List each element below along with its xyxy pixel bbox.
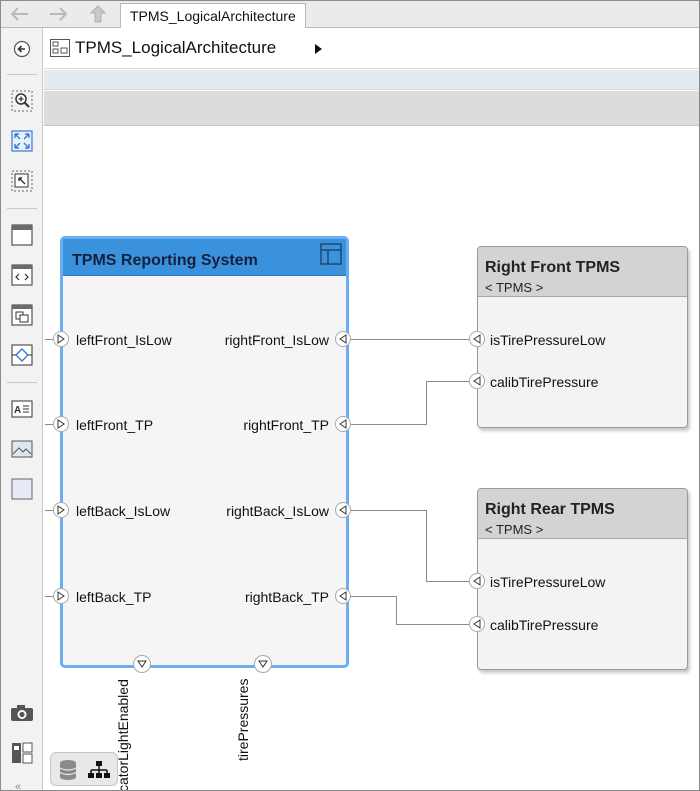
- port-label: rightBack_TP: [244, 589, 329, 605]
- port-rightFront_TP[interactable]: [335, 416, 351, 432]
- left-toolbar: A «: [1, 28, 43, 791]
- port-rightFront_IsLow[interactable]: [335, 331, 351, 347]
- port-tirePressures[interactable]: [254, 655, 272, 673]
- port-calibTirePressure[interactable]: [469, 616, 485, 632]
- component-icon[interactable]: [9, 222, 35, 248]
- right-front-tpms-block[interactable]: Right Front TPMS < TPMS >: [477, 246, 688, 428]
- reference-component-icon[interactable]: [9, 302, 35, 328]
- back-arrow-icon[interactable]: [9, 4, 31, 24]
- port-label: isTirePressureLow: [490, 574, 606, 590]
- port-label: leftBack_IsLow: [76, 503, 171, 519]
- port-isTirePressureLow[interactable]: [469, 573, 485, 589]
- forward-arrow-icon[interactable]: [47, 4, 69, 24]
- up-arrow-icon[interactable]: [87, 4, 109, 24]
- svg-text:A: A: [14, 405, 21, 416]
- collapse-toolbar-icon[interactable]: «: [15, 781, 22, 791]
- database-icon[interactable]: [59, 759, 77, 786]
- area-icon[interactable]: [9, 476, 35, 502]
- port-label: leftBack_TP: [76, 589, 152, 605]
- adapter-icon[interactable]: [9, 342, 35, 368]
- component-reference: < TPMS >: [485, 280, 544, 295]
- explorer-bar: [44, 91, 699, 126]
- model-browser-icon[interactable]: [9, 740, 35, 766]
- architecture-model-icon[interactable]: [50, 39, 70, 57]
- port-label: isTirePressureLow: [490, 332, 606, 348]
- tab-strip: TPMS_LogicalArchitecture: [1, 1, 699, 28]
- camera-icon[interactable]: [9, 700, 35, 726]
- port-label: rightFront_IsLow: [224, 332, 329, 348]
- info-bar: [44, 70, 699, 90]
- port-label-vertical: tirePressures: [235, 678, 251, 761]
- port-leftBack_TP[interactable]: [53, 588, 69, 604]
- annotation-icon[interactable]: A: [9, 396, 35, 422]
- component-title: Right Rear TPMS: [485, 501, 615, 518]
- port-label: leftFront_TP: [76, 417, 154, 433]
- tab-model[interactable]: TPMS_LogicalArchitecture: [120, 3, 306, 28]
- port-label: calibTirePressure: [490, 617, 599, 633]
- tpms-reporting-system-block[interactable]: TPMS Reporting System: [60, 236, 349, 668]
- port-leftBack_IsLow[interactable]: [53, 502, 69, 518]
- breadcrumb[interactable]: TPMS_LogicalArchitecture: [75, 38, 277, 57]
- breadcrumb-expand-icon[interactable]: [314, 42, 323, 60]
- component-reference: < TPMS >: [485, 522, 544, 537]
- port-rightBack_TP[interactable]: [335, 588, 351, 604]
- port-isTirePressureLow[interactable]: [469, 331, 485, 347]
- tab-label: TPMS_LogicalArchitecture: [130, 8, 296, 24]
- hide-browser-icon[interactable]: [9, 36, 35, 62]
- zoom-in-icon[interactable]: [9, 88, 35, 114]
- component-title: Right Front TPMS: [485, 259, 621, 276]
- address-bar: TPMS_LogicalArchitecture: [44, 29, 699, 69]
- component-header: Right Rear TPMS < TPMS >: [478, 489, 687, 539]
- right-rear-tpms-block[interactable]: Right Rear TPMS < TPMS >: [477, 488, 688, 670]
- open-view-icon[interactable]: [320, 243, 342, 265]
- block-header: TPMS Reporting System: [63, 239, 346, 276]
- port-leftFront_IsLow[interactable]: [53, 331, 69, 347]
- port-indicatorLightEnabled[interactable]: [133, 655, 151, 673]
- port-label: rightBack_IsLow: [226, 503, 329, 519]
- port-leftFront_TP[interactable]: [53, 416, 69, 432]
- block-title: TPMS Reporting System: [72, 252, 258, 269]
- view-switcher: [50, 752, 118, 786]
- component-header: Right Front TPMS < TPMS >: [478, 247, 687, 297]
- port-rightBack_IsLow[interactable]: [335, 502, 351, 518]
- port-icon[interactable]: [9, 262, 35, 288]
- port-label: calibTirePressure: [490, 374, 599, 390]
- image-icon[interactable]: [9, 436, 35, 462]
- port-calibTirePressure[interactable]: [469, 373, 485, 389]
- port-label: leftFront_IsLow: [76, 332, 172, 348]
- hierarchy-icon[interactable]: [87, 760, 111, 785]
- select-area-icon[interactable]: [9, 168, 35, 194]
- fit-view-icon[interactable]: [9, 128, 35, 154]
- port-label: rightFront_TP: [243, 417, 329, 433]
